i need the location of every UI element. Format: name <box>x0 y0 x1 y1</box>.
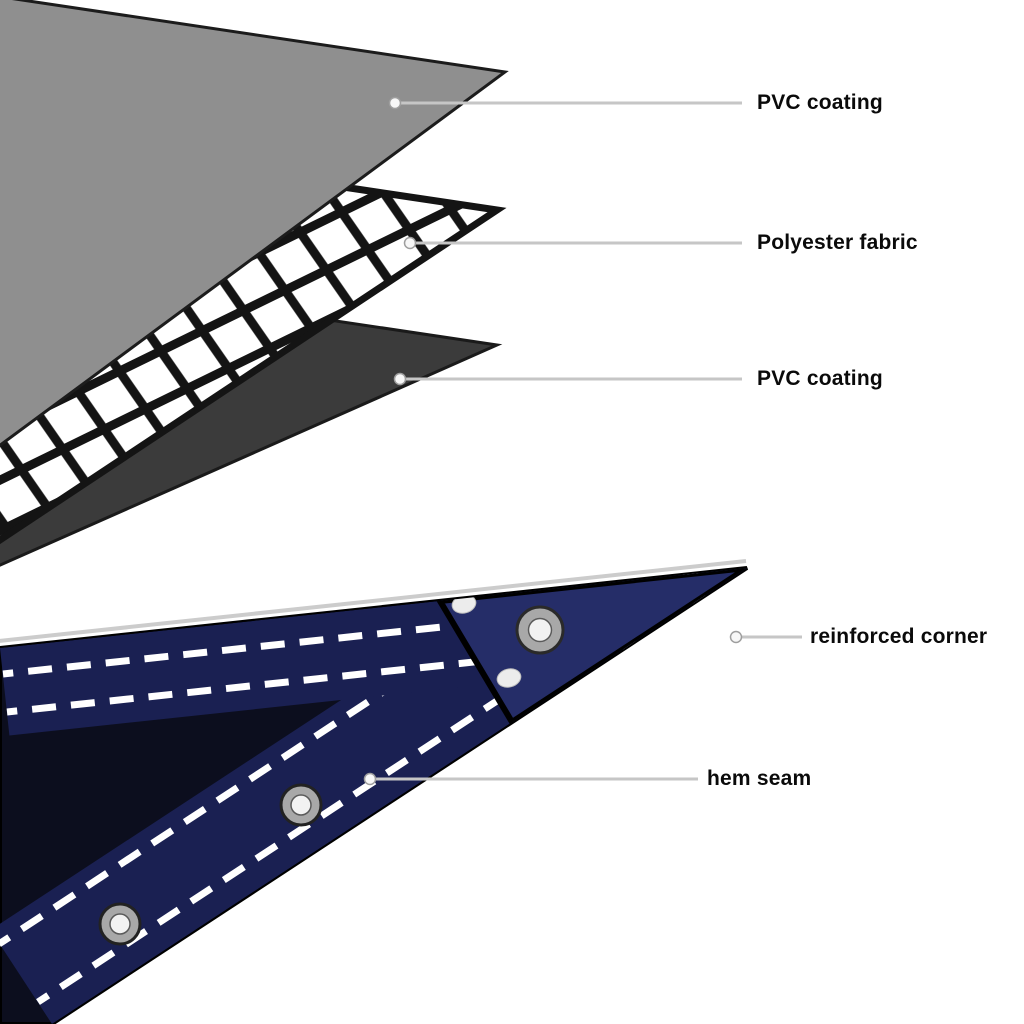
label-reinforced-corner: reinforced corner <box>810 625 988 648</box>
label-pvc-coating-bottom: PVC coating <box>757 367 883 390</box>
leader-dot-reinforced-corner <box>729 630 743 644</box>
leader-dot-hem-seam <box>363 772 377 786</box>
tarp <box>0 559 749 1024</box>
corner-grommet-hole <box>527 617 553 643</box>
label-hem-seam: hem seam <box>707 767 812 790</box>
leader-dot-pvc-top <box>388 96 402 110</box>
corner-rivet-lower <box>496 668 522 688</box>
leader-dot-pvc-bottom <box>393 372 407 386</box>
edge-grommet-1-hole <box>290 794 312 816</box>
tarp-top-edge-highlight <box>0 559 747 643</box>
callout-leaders <box>363 96 802 786</box>
pvc-coating-top-layer <box>0 0 509 448</box>
leader-dot-polyester <box>403 236 417 250</box>
edge-grommet-2-hole <box>109 913 131 935</box>
label-pvc-coating-top: PVC coating <box>757 91 883 114</box>
label-polyester-fabric: Polyester fabric <box>757 231 918 254</box>
